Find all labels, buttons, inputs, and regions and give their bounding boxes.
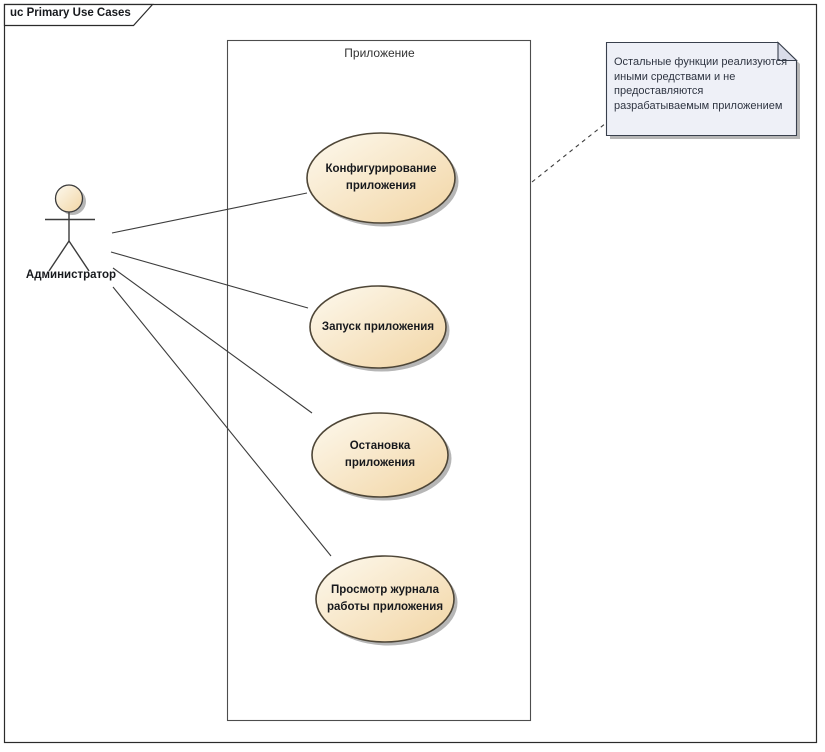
diagram-frame [3, 3, 818, 744]
usecase-label-line: Конфигурирование [325, 163, 437, 175]
usecase-label-line: приложения [345, 180, 417, 192]
actor-left-leg [48, 240, 70, 272]
note-body [605, 41, 798, 137]
usecase-label-line: Просмотр журнала [331, 584, 439, 596]
usecase-label-line: работы приложения [326, 601, 444, 613]
actor-head [54, 184, 84, 213]
note-link-connector[interactable] [531, 122, 607, 183]
usecase-label-view-application-log[interactable]: Просмотр журнала работы приложения [316, 556, 454, 642]
diagram-frame-tab [3, 3, 154, 27]
usecase-label-stop-application[interactable]: Остановка приложения [312, 413, 448, 497]
note-text: Остальные функции реализуются иными сред… [614, 55, 794, 113]
usecase-label-line: Запуск приложения [321, 320, 435, 333]
usecase-start-application[interactable] [309, 285, 447, 369]
actor-label: Администратор [25, 269, 117, 281]
association-start-application[interactable] [110, 251, 309, 309]
note-text-line: Остальные функции реализуются [614, 56, 788, 68]
usecase-label-line: Остановка [349, 440, 411, 452]
note-text-line: иными средствами и не [614, 70, 736, 83]
note-element[interactable] [605, 41, 801, 140]
actor-administrator[interactable] [45, 184, 95, 272]
association-configure-application[interactable] [111, 192, 308, 234]
note-text-line: предоставляются [614, 85, 704, 97]
note-text-line: разрабатываемым приложением [614, 99, 783, 112]
association-stop-application[interactable] [112, 267, 313, 414]
usecase-configure-application[interactable] [306, 132, 456, 224]
association-view-application-log[interactable] [112, 286, 332, 557]
usecase-label-line: приложения [344, 457, 416, 469]
usecase-view-application-log[interactable] [315, 555, 455, 643]
boundary-label: Приложение [344, 46, 415, 60]
usecase-label-configure-application[interactable]: Конфигурирование приложения [307, 133, 455, 223]
actor-right-leg [68, 240, 90, 272]
frame-title: uc Primary Use Cases [10, 7, 131, 19]
usecase-label-start-application[interactable]: Запуск приложения [310, 286, 446, 368]
note-fold-corner-icon [777, 41, 798, 62]
usecase-stop-application[interactable] [311, 412, 449, 498]
